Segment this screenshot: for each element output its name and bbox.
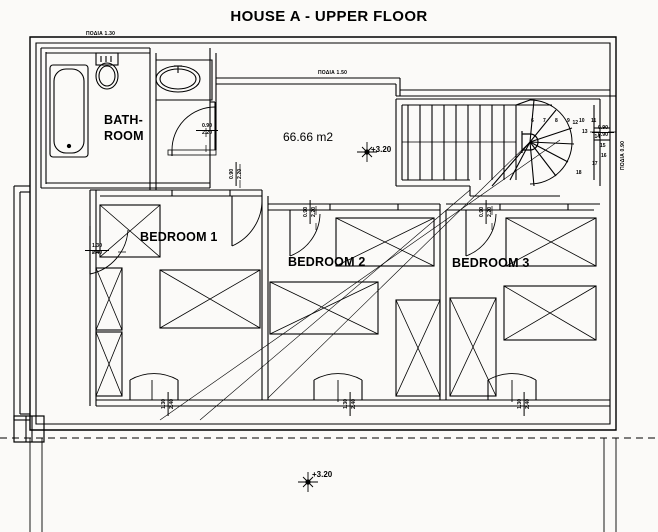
sill-note-landing: ΠΟΔΙΑ 1.50	[318, 70, 348, 76]
lower-terrace-outline	[29, 438, 617, 532]
stair-step-number: 14	[594, 133, 601, 140]
toilet-fixture	[95, 52, 119, 90]
stair-step-number: 10	[579, 118, 585, 124]
interior-partitions	[96, 189, 610, 407]
stair-winder-fan	[491, 99, 575, 187]
bedroom1-door-south-swing	[129, 373, 179, 400]
page-title: HOUSE A - UPPER FLOOR	[230, 8, 428, 25]
dim-bedroom2-door-height: 2.20	[311, 206, 317, 218]
bedroom1-furniture	[95, 204, 261, 397]
elevation-marker-lower	[298, 472, 318, 492]
bathroom-door-swing	[167, 101, 217, 156]
room-label-bathroom-line1: BATH-	[104, 113, 143, 127]
stair-step-number: 7	[543, 118, 546, 124]
stair-step-number: 8	[555, 118, 558, 124]
dim-bathroom-door-width: 0.90	[196, 123, 218, 131]
corridor-edge	[396, 89, 616, 97]
bathtub-fixture	[49, 64, 89, 158]
stair-step-number: 17	[592, 161, 598, 167]
dim-balcony-door-width: 1.30	[85, 243, 109, 251]
dim-bedroom1-south-door-width: 1.30	[161, 392, 169, 416]
stair-step-number: 11	[591, 118, 597, 124]
dim-bedroom3-south-door-width: 1.30	[517, 392, 525, 416]
dim-bedroom2-door-width: 0.90	[303, 200, 311, 224]
staircase-structure	[395, 98, 600, 197]
elevation-label-lower: +3.20	[312, 470, 333, 479]
stair-step-number: 6	[531, 118, 534, 124]
stair-right-rail	[593, 99, 610, 186]
bedroom1-corridor-door-swing	[231, 196, 263, 247]
stair-step-number: 12	[572, 120, 579, 126]
dim-bedroom3-door-height: 2.20	[487, 206, 493, 218]
dim-balcony-door-height: 2.40	[91, 250, 103, 256]
stair-step-number: 16	[601, 152, 607, 159]
dim-bedroom2-south-door-height: 2.40	[351, 398, 357, 410]
room-label-bedroom-3: BEDROOM 3	[452, 256, 530, 270]
bedroom2-door-south-swing	[313, 373, 363, 402]
stair-step-number: 15	[600, 142, 606, 149]
room-label-bathroom-line2: ROOM	[104, 129, 144, 143]
dim-bedroom2-south-door-width: 1.30	[343, 392, 351, 416]
sill-note-bathroom: ΠΟΔΙΑ 1.30	[86, 31, 116, 37]
construction-diagonals	[159, 139, 561, 421]
stair-step-number: 13	[582, 128, 588, 135]
bedroom3-corridor-door-swing	[465, 210, 497, 257]
bedroom2-furniture	[269, 217, 441, 397]
left-balcony-bay	[13, 185, 45, 443]
stair-step-number: 9	[567, 118, 570, 124]
window-openings	[171, 190, 569, 210]
exterior-wall-outline	[29, 36, 617, 431]
bedroom3-furniture	[449, 217, 597, 397]
washbasin-fixture	[155, 59, 213, 101]
elevation-marker-upper	[357, 142, 377, 162]
bedroom1-left-wall	[89, 189, 100, 406]
dim-bedroom3-door-width: 0.90	[479, 200, 487, 224]
elevation-label-upper: +3.20	[371, 145, 392, 154]
room-label-bedroom-2: BEDROOM 2	[288, 255, 366, 269]
bathroom-walls	[41, 48, 210, 190]
dim-bedroom1-south-door-height: 2.40	[169, 398, 175, 410]
dim-bedroom3-south-door-height: 2.40	[525, 398, 531, 410]
bedroom2-corridor-door-swing	[289, 210, 321, 257]
stair-step-number: 18	[576, 170, 582, 176]
dim-stair-window-width: 0.90	[592, 125, 614, 133]
landing-hall-walls	[209, 48, 401, 188]
sill-note-stair: ΠΟΔΙΑ 0.90	[620, 140, 626, 170]
dim-bedroom1-window-height: 2.20	[237, 168, 243, 180]
room-label-bedroom-1: BEDROOM 1	[140, 230, 218, 244]
bedroom3-door-south-swing	[487, 373, 537, 402]
dim-bedroom1-window-width: 0.90	[229, 162, 237, 186]
floor-area-label: 66.66 m2	[283, 130, 334, 144]
dim-bathroom-door-height: 2.20	[201, 130, 213, 136]
dim-stair-window-height: 0.90	[597, 132, 609, 138]
